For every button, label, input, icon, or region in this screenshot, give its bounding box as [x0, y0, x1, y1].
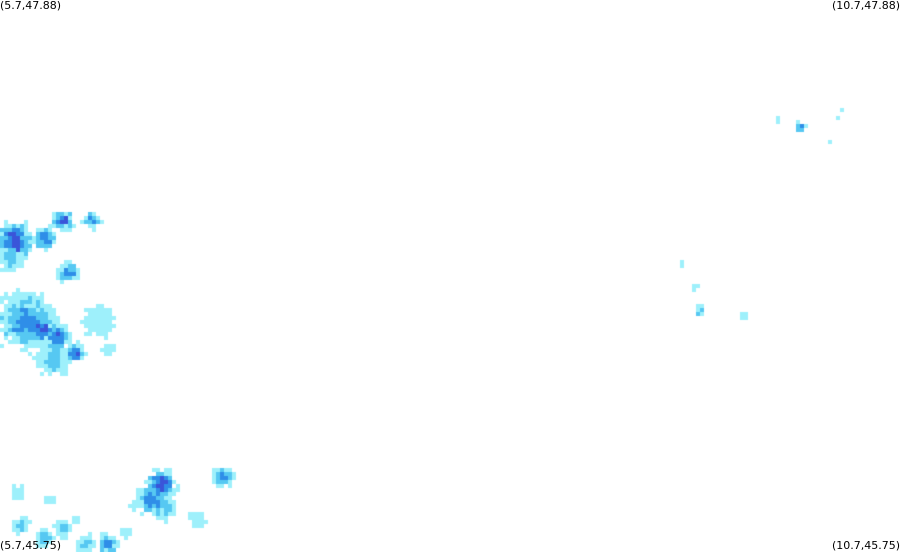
corner-label-top-right: (10.7,47.88) — [831, 0, 900, 12]
corner-label-bottom-right: (10.7,45.75) — [831, 539, 900, 552]
corner-label-bottom-left: (5.7,45.75) — [0, 539, 62, 552]
corner-label-top-left: (5.7,47.88) — [0, 0, 62, 12]
